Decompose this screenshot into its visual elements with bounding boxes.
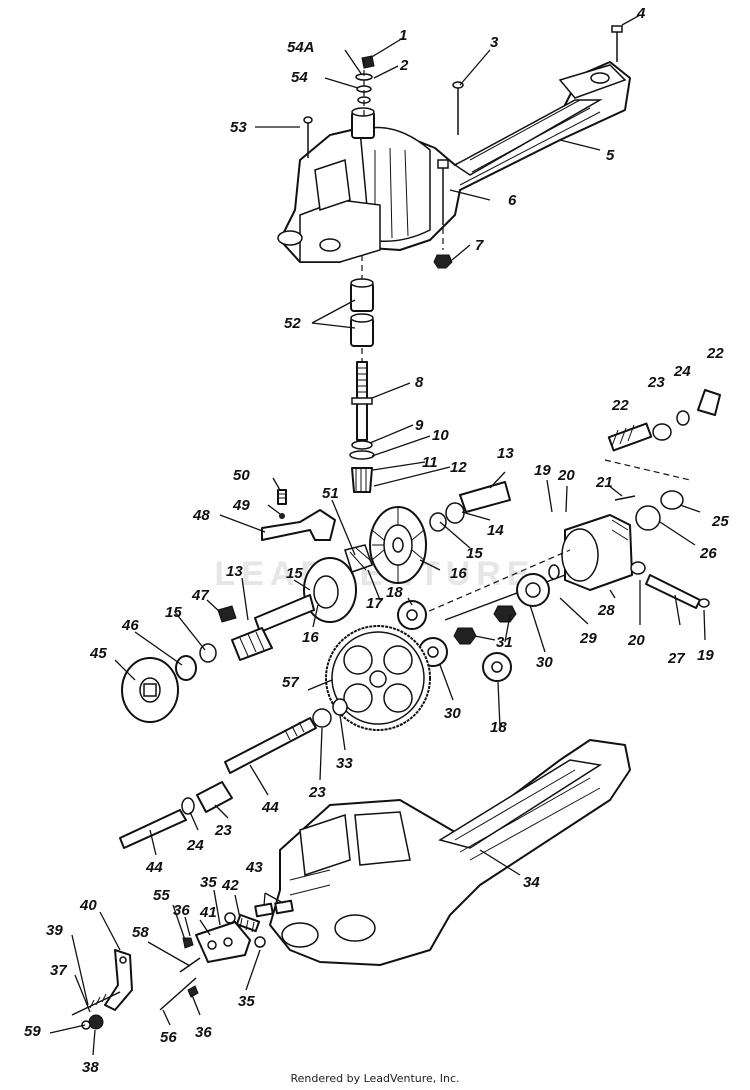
callout-24a: 24 (673, 363, 691, 380)
bevel-gear-upper (369, 506, 427, 584)
callout-31: 31 (496, 634, 513, 651)
input-shaft-assembly (349, 255, 375, 493)
callout-4: 4 (636, 5, 646, 22)
callout-33: 33 (336, 755, 353, 772)
callout-2: 2 (399, 57, 409, 74)
callout-44b: 44 (145, 859, 163, 876)
callout-58: 58 (132, 924, 149, 941)
callout-19a: 19 (534, 462, 551, 479)
callout-22b: 22 (611, 397, 629, 414)
callout-30b: 30 (444, 705, 461, 722)
callout-15b: 15 (286, 565, 303, 582)
pulley-45 (121, 655, 197, 723)
callout-46: 46 (121, 617, 139, 634)
callout-23a: 23 (647, 374, 665, 391)
callout-11: 11 (422, 454, 438, 471)
callout-5: 5 (606, 147, 615, 164)
callout-15c: 15 (165, 604, 182, 621)
callout-18a: 18 (386, 584, 403, 601)
callout-59: 59 (24, 1023, 41, 1040)
differential-carrier (419, 514, 633, 621)
callout-38: 38 (82, 1059, 99, 1076)
top-hardware (303, 25, 623, 269)
output-shaft-44 (119, 717, 317, 849)
callout-48: 48 (192, 507, 210, 524)
callout-9: 9 (415, 417, 424, 434)
right-axle-assembly (604, 389, 721, 531)
callout-16b: 16 (302, 629, 319, 646)
callout-53: 53 (230, 119, 247, 136)
callout-12: 12 (450, 459, 467, 476)
upper-right-shaft (429, 481, 511, 532)
callout-51: 51 (322, 485, 339, 502)
callout-44a: 44 (261, 799, 279, 816)
callout-15a: 15 (466, 545, 483, 562)
shift-fork-assembly (261, 489, 373, 573)
callout-47: 47 (191, 587, 209, 604)
callouts: 1 2 3 4 5 6 7 8 9 10 11 12 13 13 14 15 1… (24, 5, 729, 1076)
callout-20b: 20 (627, 632, 645, 649)
callout-13a: 13 (497, 445, 514, 462)
callout-27: 27 (667, 650, 685, 667)
shift-linkage (71, 899, 294, 1030)
callout-24b: 24 (186, 837, 204, 854)
lower-housing (269, 739, 631, 966)
callout-20a: 20 (557, 467, 575, 484)
callout-17: 17 (366, 595, 383, 612)
callout-36a: 36 (173, 902, 190, 919)
callout-10: 10 (432, 427, 449, 444)
callout-43: 43 (245, 859, 263, 876)
callout-21: 21 (595, 474, 613, 491)
callout-19b: 19 (697, 647, 714, 664)
callout-22a: 22 (706, 345, 724, 362)
callout-56: 56 (160, 1029, 177, 1046)
footer-credit: Rendered by LeadVenture, Inc. (290, 1072, 460, 1085)
large-gear-57 (312, 625, 431, 731)
callout-52: 52 (284, 315, 301, 332)
callout-45: 45 (89, 645, 107, 662)
callout-3: 3 (490, 34, 499, 51)
left-gear-assembly (199, 557, 357, 663)
callout-29: 29 (579, 630, 597, 647)
callout-54: 54 (291, 69, 308, 86)
spider-gears (397, 564, 560, 682)
callout-36b: 36 (195, 1024, 212, 1041)
callout-23c: 23 (214, 822, 232, 839)
callout-42: 42 (221, 877, 239, 894)
callout-1: 1 (399, 27, 407, 44)
callout-26: 26 (699, 545, 717, 562)
callout-23b: 23 (308, 784, 326, 801)
callout-18b: 18 (490, 719, 507, 736)
cross-shaft-27 (630, 561, 710, 609)
callout-40: 40 (79, 897, 97, 914)
callout-28: 28 (597, 602, 615, 619)
callout-14: 14 (487, 522, 504, 539)
callout-25: 25 (711, 513, 729, 530)
callout-8: 8 (415, 374, 424, 391)
callout-6: 6 (508, 192, 517, 209)
callout-49: 49 (232, 497, 250, 514)
callout-39: 39 (46, 922, 63, 939)
callout-30a: 30 (536, 654, 553, 671)
callout-16a: 16 (450, 565, 467, 582)
upper-housing (277, 61, 631, 263)
callout-41: 41 (199, 904, 217, 921)
callout-13b: 13 (226, 563, 243, 580)
callout-55: 55 (153, 887, 170, 904)
callout-57: 57 (282, 674, 299, 691)
leader-lines (49, 14, 706, 1056)
callout-34: 34 (523, 874, 540, 891)
callout-50: 50 (233, 467, 250, 484)
callout-35a: 35 (200, 874, 217, 891)
callout-7: 7 (475, 237, 484, 254)
callout-37: 37 (50, 962, 67, 979)
callout-54A: 54A (287, 39, 315, 56)
callout-35b: 35 (238, 993, 255, 1010)
